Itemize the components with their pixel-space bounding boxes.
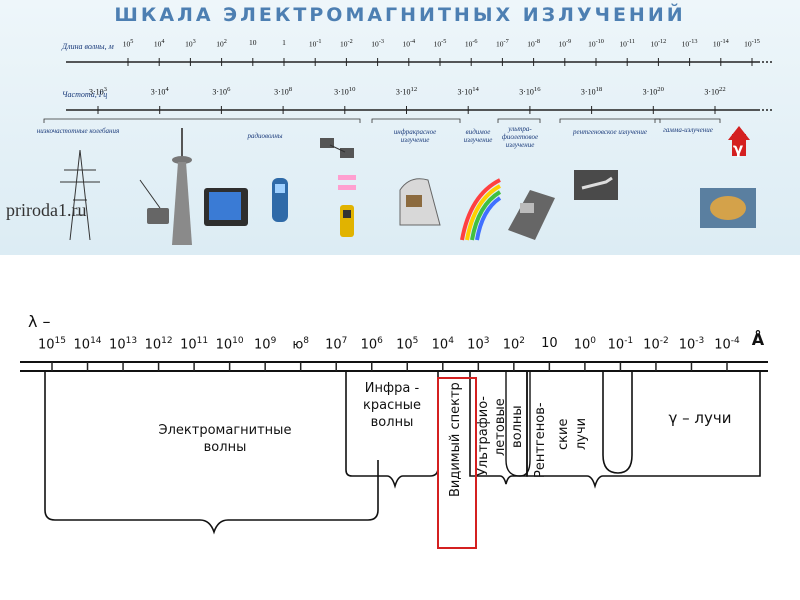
bottom-scale-diagram: λ – Å 1015 1014 1013 1012 1011 1010 109 ю8 107 10… [0, 270, 800, 600]
gps-device-icon [338, 175, 356, 237]
power-tower-icon [60, 149, 100, 241]
region-gamma: γ – лучи [668, 409, 732, 427]
band-xray: рентгеновское излучение [572, 128, 647, 136]
region-xray-line3: лучи [574, 417, 589, 450]
frequency-tick-label: 3·106 [212, 86, 231, 97]
wavelength-tick-label: 10-15 [744, 38, 760, 49]
bottom-wavelength-tick-label: 10-2 [643, 336, 669, 353]
wavelength-tick-label: 10-8 [527, 38, 540, 49]
top-scale-lines [43, 58, 772, 245]
radio-icon [139, 179, 169, 224]
frequency-tick-label: 3·1022 [704, 86, 726, 97]
satellite-icon [320, 138, 354, 158]
wavelength-tick-label: 10-2 [340, 38, 353, 49]
frequency-tick-label: 3·1018 [580, 86, 603, 97]
frequency-tick-label: 3·104 [150, 86, 169, 97]
region-uv-line2: летовые [493, 398, 508, 456]
bottom-scale-lines [20, 361, 768, 549]
bottom-wavelength-tick-label: 1015 [38, 336, 66, 353]
bottom-wavelength-tick-label: 1012 [144, 336, 173, 353]
wavelength-tick-label: 10-10 [588, 38, 604, 49]
bottom-wavelength-tick-label: 100 [573, 336, 597, 353]
gamma-device-icon [700, 126, 756, 228]
frequency-tick-label: 3·1014 [457, 86, 479, 97]
frequency-row-label: Частота, Гц [62, 90, 108, 99]
gamma-symbol: γ [733, 140, 744, 158]
frequency-tick-label: 3·103 [89, 86, 107, 97]
xray-hand-icon [574, 170, 618, 200]
bottom-wavelength-tick-label: 103 [467, 336, 490, 353]
region-infrared-line2: красные [363, 398, 421, 413]
top-scale-panel: ШКАЛА ЭЛЕКТРОМАГНИТНЫХ ИЗЛУЧЕНИЙ Длина в… [0, 0, 800, 255]
wavelength-tick-label: 10-9 [558, 38, 572, 49]
bottom-wavelength-tick-label: 102 [502, 336, 525, 353]
wavelength-tick-label: 105 [122, 38, 134, 49]
frequency-tick-label: 3·1012 [395, 86, 418, 97]
band-gamma: гамма-излучение [663, 126, 713, 134]
region-xray-line2: ские [556, 418, 571, 450]
angstrom-unit: Å [751, 330, 765, 349]
wavelength-tick-label: 10-7 [496, 38, 509, 49]
frequency-tick-label: 3·1016 [519, 86, 541, 97]
wavelength-tick-label: 104 [153, 38, 165, 49]
region-xray-line1: Рентгенов- [533, 402, 548, 478]
band-infrared: инфракрасное излучение [393, 128, 437, 144]
wavelength-tick-label: 10-12 [650, 38, 667, 49]
bottom-wavelength-tick-label: 10-4 [714, 336, 740, 353]
wavelength-tick-label: 10-5 [433, 38, 447, 49]
radio-tower-icon [172, 128, 192, 245]
bottom-wavelength-tick-label: 104 [431, 336, 454, 353]
wavelength-row-label: Длина волны, м [62, 42, 114, 51]
band-radio: радиоволны [247, 132, 283, 140]
bottom-wavelength-tick-label: 107 [325, 336, 348, 353]
region-infrared-line3: волны [370, 415, 414, 430]
bottom-wavelength-tick-label: 105 [396, 336, 419, 353]
lambda-label: λ – [28, 312, 51, 331]
bottom-wavelength-tick-label: 106 [360, 336, 383, 353]
frequency-tick-label: 3·1010 [334, 86, 356, 97]
wavelength-tick-label: 102 [216, 38, 227, 49]
region-infrared-line1: Инфра - [364, 381, 420, 396]
bottom-wavelength-tick-label: 1013 [109, 336, 138, 353]
region-em-waves: Электромагнитные волны [158, 423, 292, 455]
region-uv-line1: Ультрафио- [476, 396, 491, 476]
bottom-wavelength-tick-label: 10-3 [678, 336, 705, 353]
region-visible-spectrum: Видимый спектр [448, 382, 463, 497]
visible-spectrum-highlight [437, 377, 477, 549]
uv-lamp-icon [508, 190, 555, 240]
wavelength-tick-label: 10-11 [619, 38, 635, 49]
wavelength-tick-label: 10-6 [464, 38, 478, 49]
wavelength-tick-label: 103 [185, 38, 196, 49]
band-low-frequency: низкочастотные колебания [36, 127, 120, 135]
tv-icon [204, 188, 248, 226]
bottom-wavelength-tick-label: 10-1 [607, 336, 634, 353]
bottom-wavelength-tick-label: 10 [541, 336, 558, 351]
bottom-wavelength-tick-label: 1011 [180, 336, 209, 353]
wavelength-tick-label: 10-14 [712, 38, 729, 49]
phone-icon [272, 178, 288, 222]
wavelength-tick-label: 10 [249, 38, 257, 47]
region-infrared: Инфра - красные волны [352, 380, 432, 431]
wavelength-tick-label: 10-3 [371, 38, 384, 49]
region-uv-line3: волны [510, 405, 525, 448]
wavelength-tick-label: 1 [282, 38, 286, 47]
wavelength-tick-label: 10-1 [308, 38, 322, 49]
band-ultraviolet: ультра-фиолетовое излучение [501, 125, 539, 149]
frequency-tick-label: 3·1020 [642, 86, 664, 97]
bottom-wavelength-tick-label: 1014 [73, 336, 102, 353]
frequency-tick-label: 3·108 [274, 86, 293, 97]
band-visible: видимое излучение [463, 128, 493, 144]
rainbow-icon [460, 178, 502, 241]
bottom-wavelength-tick-label: 1010 [215, 336, 244, 353]
iron-icon [399, 178, 441, 226]
wavelength-tick-label: 10-13 [681, 38, 698, 49]
wavelength-tick-label: 10-4 [402, 38, 416, 49]
bottom-wavelength-tick-label: 109 [254, 336, 277, 353]
scale-title: ШКАЛА ЭЛЕКТРОМАГНИТНЫХ ИЗЛУЧЕНИЙ [114, 4, 686, 26]
site-watermark: priroda1.ru [6, 200, 87, 220]
bottom-wavelength-tick-label: ю8 [292, 336, 310, 353]
